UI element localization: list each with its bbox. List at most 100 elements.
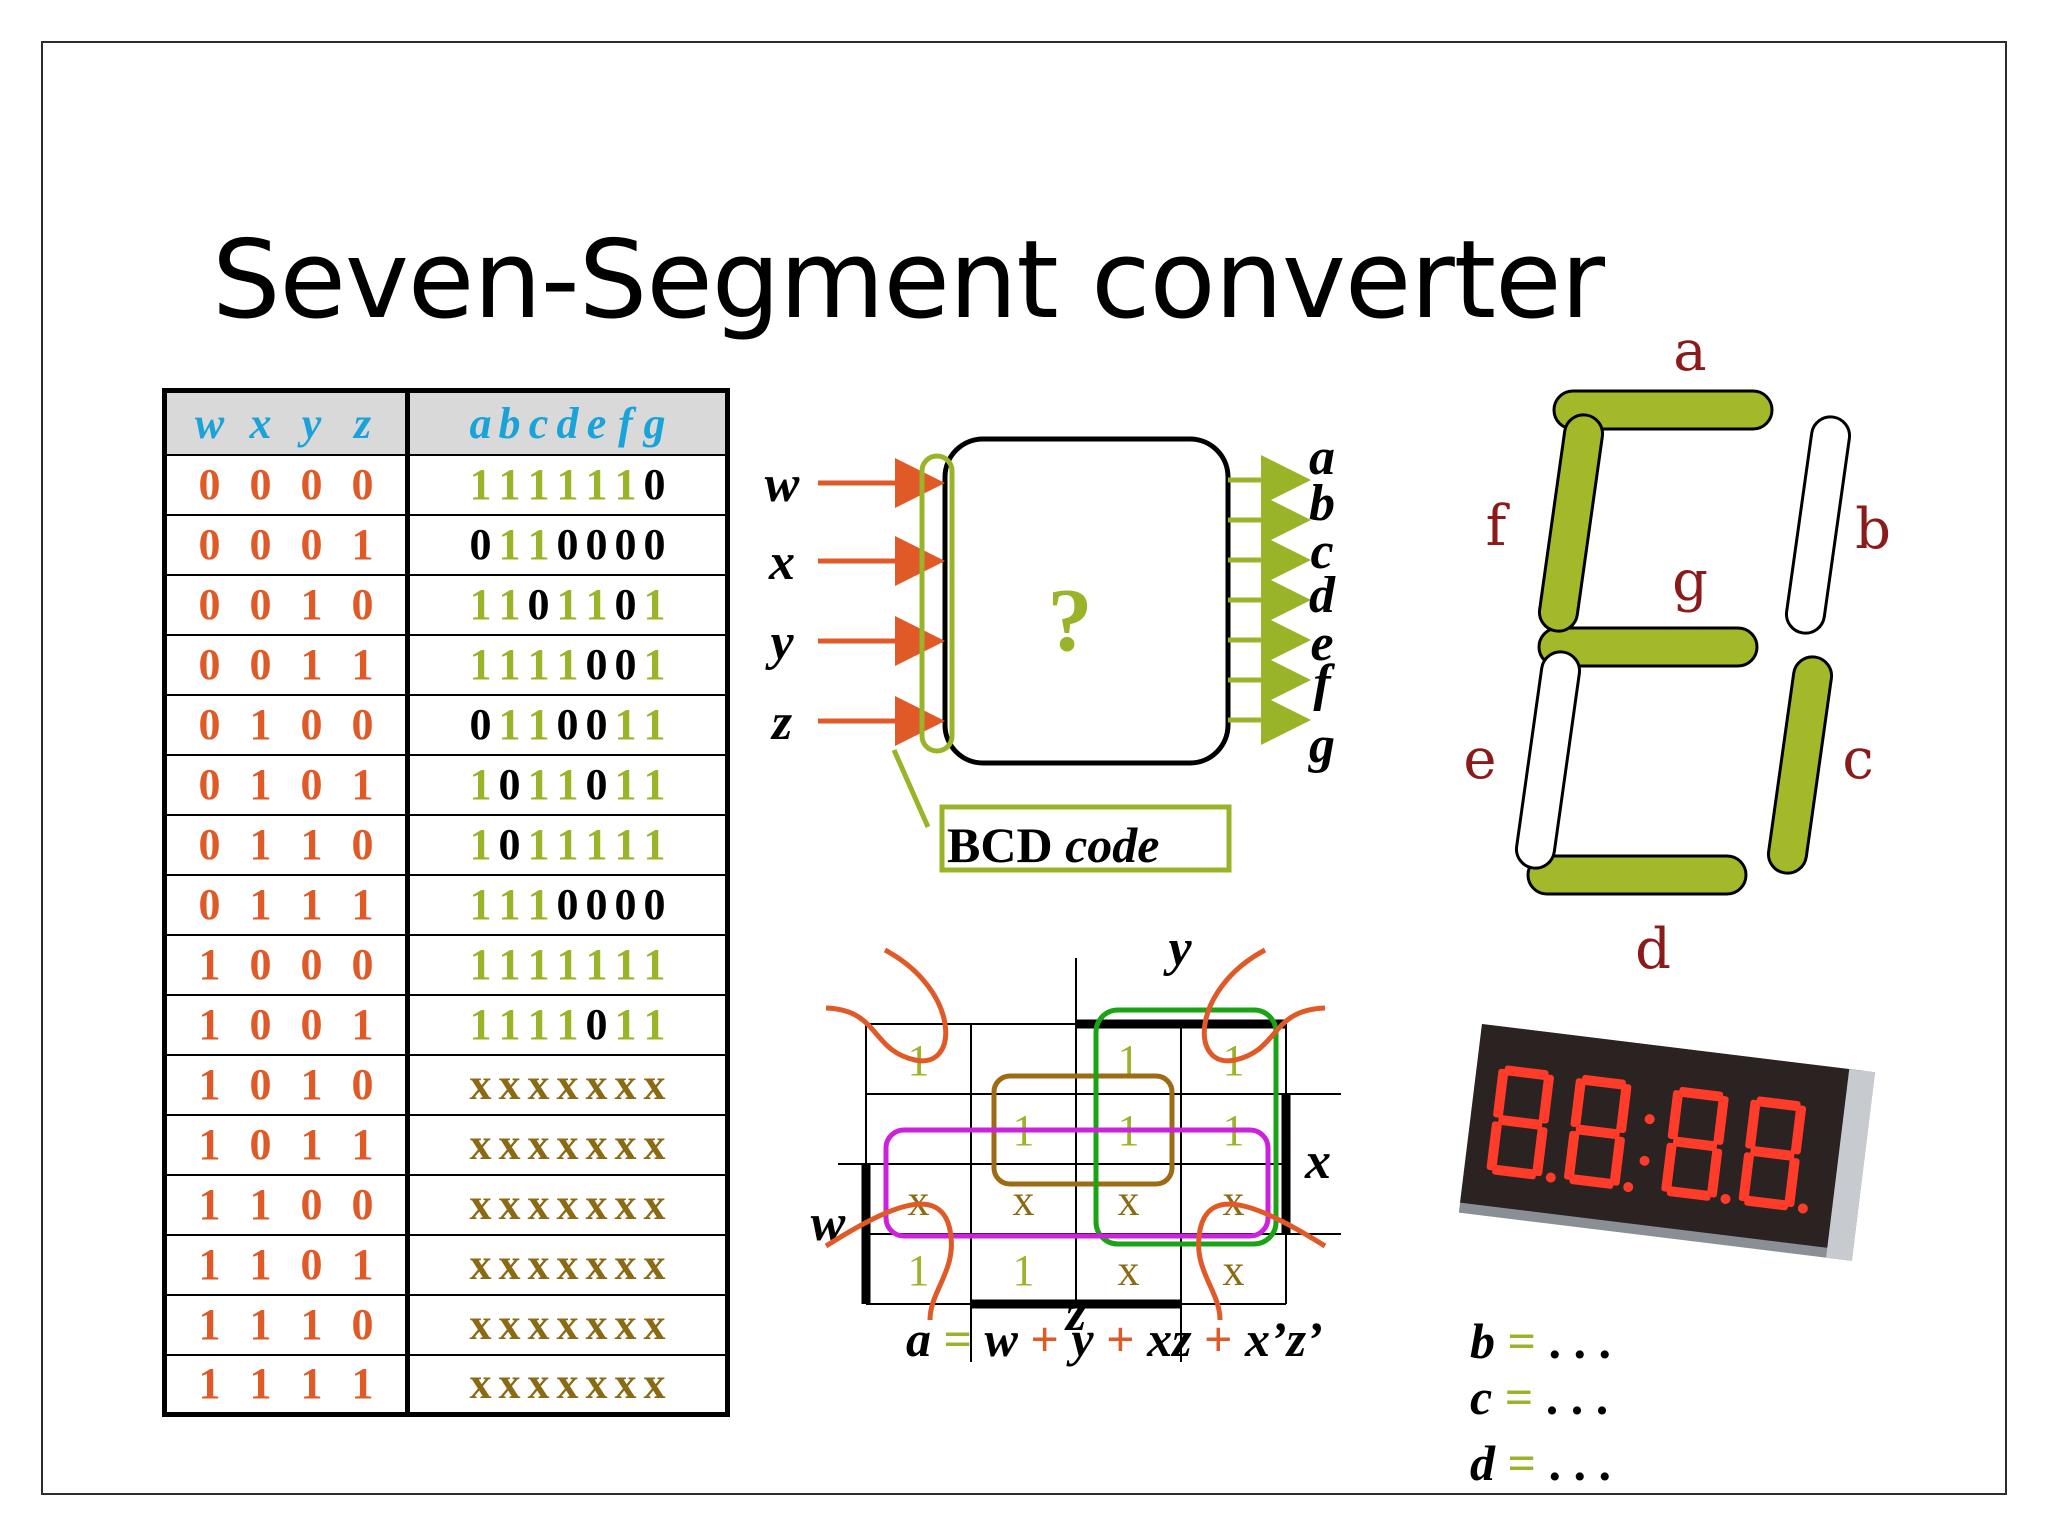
output-bit: x [498,1060,521,1109]
output-bit: x [527,1180,550,1229]
led-colon-dot [1644,1114,1655,1125]
output-bit: x [556,1300,579,1349]
input-bit: 0 [351,700,374,749]
output-bit: 0 [614,640,637,689]
input-header-letter: x [249,398,272,448]
input-bit: 0 [198,580,221,629]
output-bit: x [527,1120,550,1169]
output-bit: 1 [498,460,521,509]
output-bit: 0 [556,880,579,929]
output-bit: 1 [498,580,521,629]
led-display-photo [1458,1023,1876,1261]
output-header-letter: f [618,398,633,448]
input-bit: 0 [351,1300,374,1349]
output-bit: 0 [643,880,666,929]
output-bit: 1 [469,640,492,689]
output-bit: 0 [469,700,492,749]
output-bit: 1 [585,940,608,989]
input-bit: 0 [249,460,272,509]
output-bit: 1 [556,580,579,629]
input-header-letter: w [194,398,225,448]
input-bit: 0 [300,520,323,569]
output-bit: 1 [614,820,637,869]
output-bit: 1 [527,1000,550,1049]
input-bit: 1 [198,1120,221,1169]
input-bit: 0 [351,460,374,509]
input-bit: 0 [198,760,221,809]
segment-label-f: f [1486,494,1511,559]
output-bit: 1 [556,760,579,809]
input-bit: 1 [198,1060,221,1109]
input-bit: 1 [300,820,323,869]
output-bit: 1 [527,460,550,509]
equation-c: c = . . . [1470,1369,1609,1425]
output-bit: 0 [614,880,637,929]
output-bit: 1 [469,580,492,629]
input-bit: 1 [300,880,323,929]
bcd-label: BCD code [947,817,1159,873]
output-bit: 1 [498,1000,521,1049]
input-bit: 1 [249,1300,272,1349]
output-bit: x [469,1180,492,1229]
segment-label-c: c [1842,727,1873,792]
output-bit: x [614,1359,637,1409]
equation-d: d = . . . [1470,1435,1611,1491]
output-bit: 1 [643,700,666,749]
kmap-cell-value: x [1118,1246,1140,1295]
bcd-label-box [939,804,1232,873]
kmap-group-corner-arc [1196,1201,1327,1321]
segment-label-e: e [1463,727,1496,792]
input-bit: 0 [249,1000,272,1049]
output-header-letter: b [498,398,521,448]
input-bit: 1 [249,880,272,929]
output-bit: 0 [498,760,521,809]
output-bit: 0 [585,1000,608,1049]
input-bit: 1 [198,1240,221,1289]
output-bit: x [498,1300,521,1349]
input-bit: 1 [351,760,374,809]
output-label: c [1310,523,1333,580]
input-bit: 1 [249,820,272,869]
output-bit: 0 [585,520,608,569]
output-bit: x [585,1120,608,1169]
output-label: d [1309,567,1336,624]
input-bit: 1 [249,1359,272,1409]
input-bit: 1 [351,1359,374,1409]
output-bit: x [643,1120,666,1169]
output-bit: x [556,1359,579,1409]
output-bit: x [498,1359,521,1409]
input-bit: 0 [300,700,323,749]
output-bit: x [556,1060,579,1109]
input-bit: 1 [351,1000,374,1049]
output-bit: 0 [585,640,608,689]
input-bit: 0 [198,880,221,929]
segment-c [1766,655,1834,875]
segment-e [1514,650,1582,870]
output-bit: x [614,1180,637,1229]
output-bit: 0 [585,880,608,929]
input-label: y [764,614,794,671]
input-bit: 1 [300,1359,323,1409]
output-label: g [1308,717,1335,774]
output-header-letter: c [528,398,549,448]
